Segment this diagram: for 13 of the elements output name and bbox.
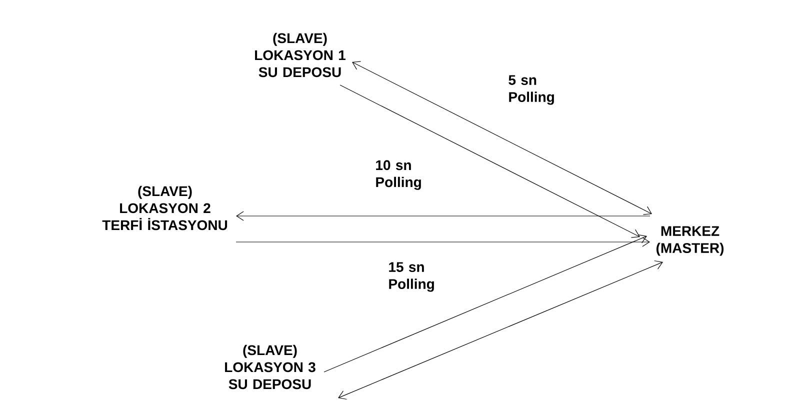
arrow bbox=[352, 61, 652, 215]
station-label: (SLAVE) LOKASYON 3 SU DEPOSU bbox=[225, 344, 316, 390]
station-label: (SLAVE) LOKASYON 1 SU DEPOSU bbox=[255, 32, 346, 78]
arrow bbox=[340, 84, 640, 238]
polling-label: 15 sn Polling bbox=[389, 262, 434, 292]
polling-label: 10 sn Polling bbox=[376, 160, 421, 190]
arrow bbox=[236, 211, 650, 221]
arrow bbox=[236, 237, 650, 247]
station-label: MERKEZ (MASTER) bbox=[656, 226, 724, 256]
arrow bbox=[338, 260, 664, 400]
station-label: (SLAVE) LOKASYON 2 TERFİ İSTASYONU bbox=[102, 186, 228, 230]
polling-label: 5 sn Polling bbox=[508, 75, 554, 105]
arrow bbox=[324, 234, 648, 372]
